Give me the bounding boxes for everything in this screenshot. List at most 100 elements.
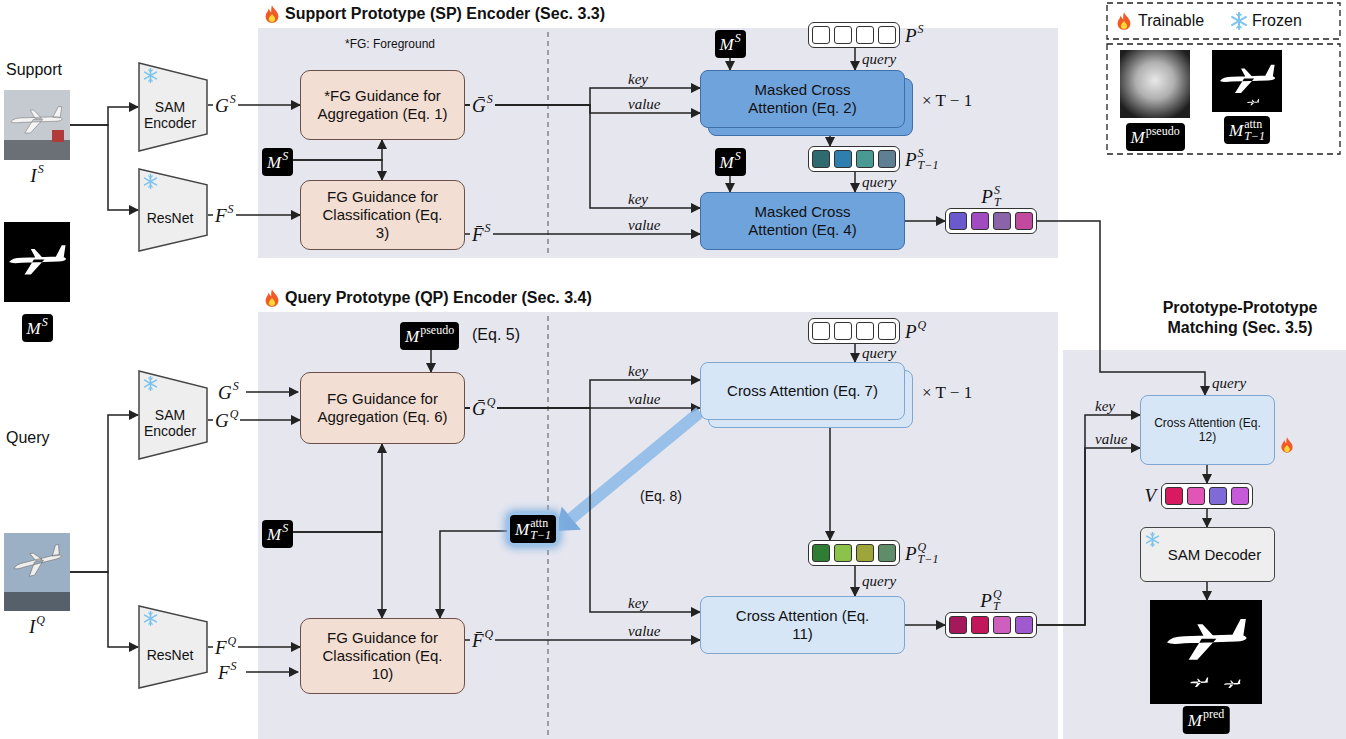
math-base: M — [27, 320, 41, 337]
math-symbol: IQ — [29, 614, 45, 638]
airplane — [11, 544, 64, 579]
script-spacer — [485, 640, 494, 652]
superscript: S — [38, 163, 44, 175]
prototype-label: PST — [981, 184, 1000, 208]
frozen-encoder: ResNet — [138, 168, 208, 252]
trapezoid — [139, 371, 207, 459]
prototype-label: PQT−1 — [905, 541, 938, 565]
prototype-label: PST−1 — [905, 147, 938, 171]
attention-box: Cross Attention (Eq. 7) — [700, 362, 905, 420]
annotation: × T − 1 — [922, 383, 972, 403]
prototype-token — [1165, 487, 1183, 505]
script-spacer — [1203, 720, 1224, 732]
subscript: T — [994, 196, 1001, 208]
prototype-token — [834, 544, 852, 562]
box-label: SAM Decoder — [1168, 546, 1261, 564]
superscript: S — [918, 147, 939, 159]
superscript: S — [487, 93, 493, 105]
trainable-icon — [266, 5, 279, 23]
superscript: attn — [1244, 118, 1265, 130]
attention-box: Cross Attention (Eq. 12) — [1140, 395, 1275, 465]
math-base: M — [720, 154, 734, 171]
connector — [465, 88, 700, 105]
prototype-tokens: PQT−1 — [808, 540, 900, 566]
math-scripts: ST — [994, 184, 1001, 208]
airplane-mask — [9, 245, 66, 274]
box-label: Masked Cross Attention (Eq. 4) — [725, 203, 880, 239]
math-base: M — [515, 521, 529, 538]
superscript: Q — [487, 396, 496, 408]
script-spacer — [282, 162, 288, 174]
box-label: Cross Attention (Eq. 7) — [727, 382, 878, 400]
mask-ground — [1150, 600, 1262, 704]
mask-label: MattnT−1 — [1224, 116, 1270, 144]
math-scripts: QT — [993, 588, 1002, 612]
mask-label: MattnT−1 — [510, 515, 556, 543]
annotation: Query — [6, 428, 50, 448]
trainable-icon — [266, 289, 279, 307]
prototype-token — [1015, 212, 1033, 230]
connector — [293, 140, 382, 160]
input-arrow — [246, 391, 298, 393]
superscript: Q — [228, 635, 237, 647]
subscript: T−1 — [918, 159, 939, 171]
math-scripts: attnT−1 — [530, 517, 551, 541]
mask-label: Mpseudo — [1126, 123, 1185, 151]
math-base: I — [29, 617, 35, 636]
connector — [905, 220, 945, 222]
prototype-label: PQ — [905, 319, 926, 343]
connector-label: value — [628, 391, 660, 407]
math-base: Ḡ — [472, 399, 486, 418]
connector — [854, 344, 856, 362]
mask-ground — [4, 222, 70, 302]
connector — [1206, 465, 1208, 483]
math-scripts: S — [735, 32, 741, 56]
box-label: FG Guidance for Classification (Eq. 3) — [315, 188, 450, 242]
connector — [829, 420, 831, 540]
superscript: S — [918, 23, 924, 35]
superscript: S — [42, 316, 48, 328]
feature-label: ḠS — [470, 93, 495, 117]
math-symbol: MattnT−1 — [515, 517, 551, 541]
connector — [905, 624, 945, 626]
box-label: Masked Cross Attention (Eq. 2) — [725, 81, 880, 117]
attention-mask-image — [1212, 50, 1282, 112]
prototype-token — [834, 150, 852, 168]
prototype-token — [971, 616, 989, 634]
connector — [465, 639, 700, 641]
guidance-box: FG Guidance for Classification (Eq. 10) — [300, 618, 465, 694]
connector — [70, 572, 138, 647]
script-spacer — [918, 331, 927, 343]
math-scripts: S — [38, 163, 44, 187]
math-symbol: PS — [905, 23, 924, 47]
prototype-token — [1015, 616, 1033, 634]
prototype-token — [1187, 487, 1205, 505]
math-base: G — [215, 411, 229, 430]
prototype-token — [878, 150, 896, 168]
encoder-label: SAM Encoder — [140, 99, 200, 131]
photo-sky — [4, 533, 70, 611]
connector-label: value — [1095, 431, 1127, 447]
snowflake — [145, 377, 157, 391]
superscript: Q — [993, 588, 1002, 600]
prototype-token — [856, 544, 874, 562]
prototype-tokens: PS — [808, 22, 900, 48]
math-scripts: S — [487, 93, 493, 117]
feature-label: FQ — [213, 635, 238, 659]
prototype-token — [1231, 487, 1249, 505]
superscript: S — [282, 150, 288, 162]
connector — [293, 160, 382, 180]
prototype-label: PS — [905, 23, 924, 47]
connector — [70, 125, 138, 210]
airplane-mask — [1224, 679, 1241, 688]
math-scripts: pseudo — [420, 324, 454, 348]
connector — [854, 566, 856, 596]
box-label: FG Guidance for Aggregation (Eq. 6) — [315, 390, 450, 426]
connector — [1037, 448, 1140, 625]
math-symbol: PST — [981, 184, 1000, 208]
subscript: T−1 — [530, 529, 551, 541]
frozen-encoder: ResNet — [138, 605, 208, 689]
math-scripts: S — [231, 660, 237, 684]
prototype-tokens: PST — [945, 208, 1037, 234]
prototype-token — [834, 26, 852, 44]
